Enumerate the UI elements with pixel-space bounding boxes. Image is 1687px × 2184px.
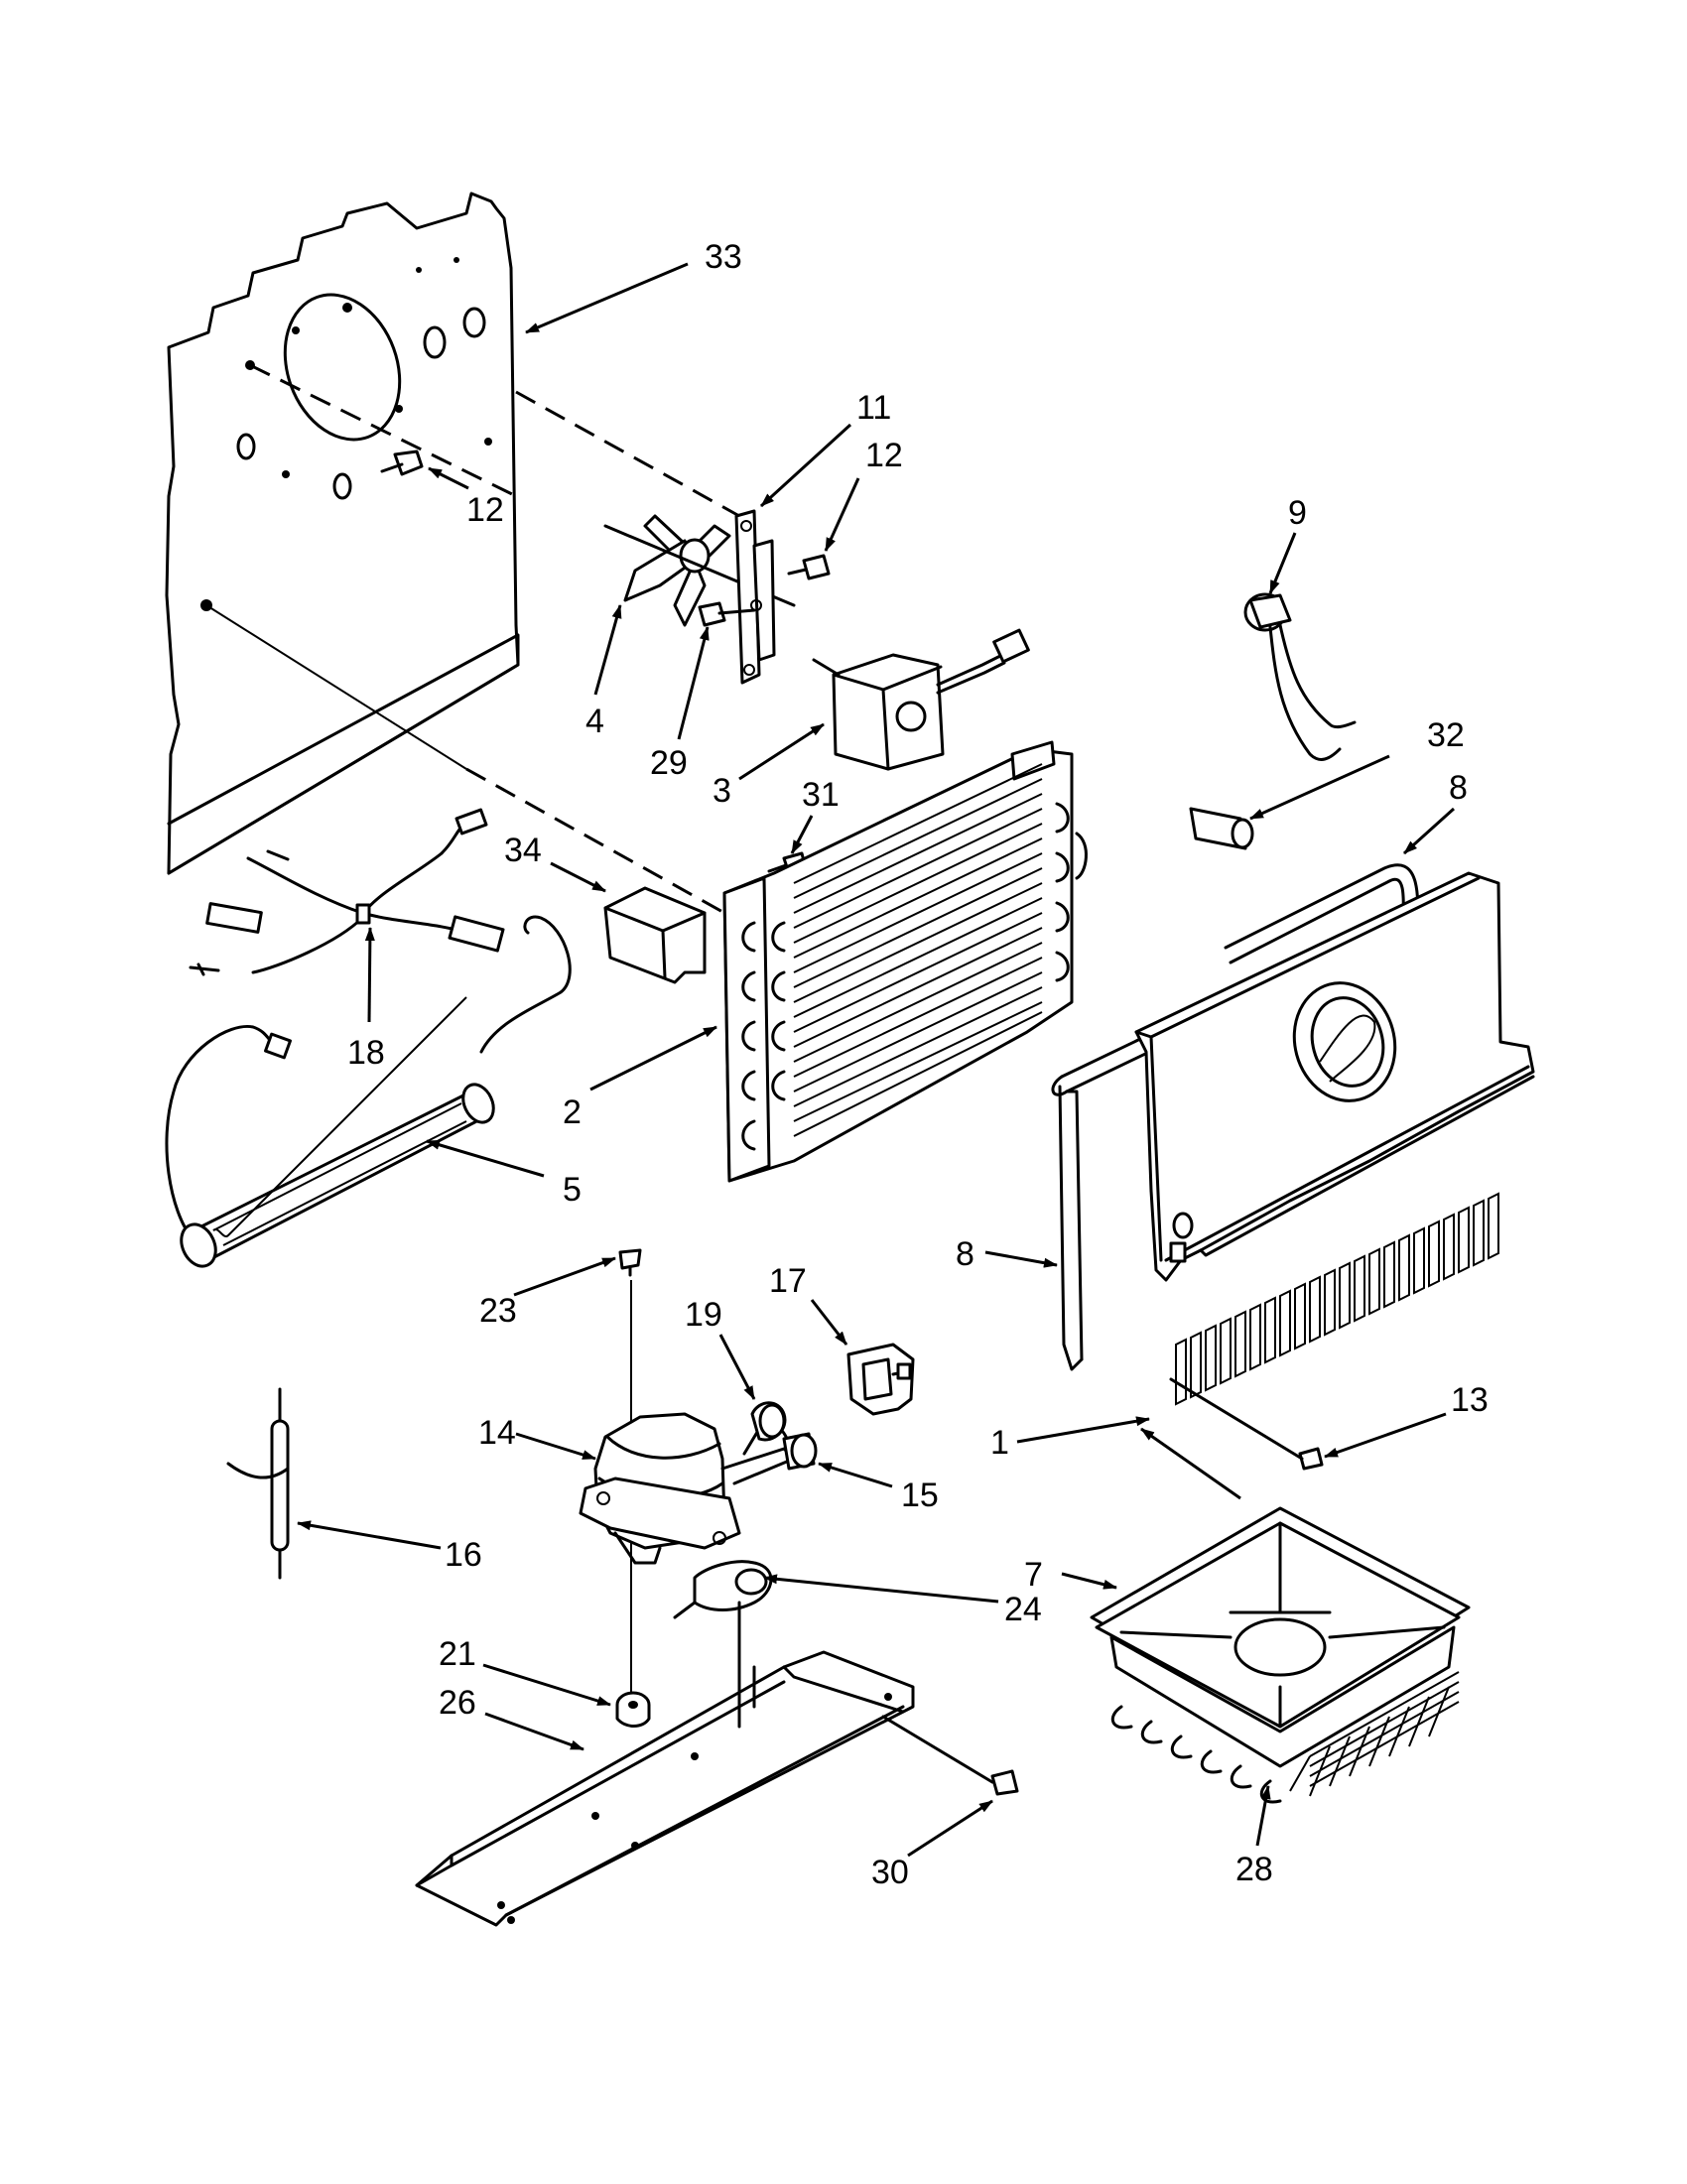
overload-icon — [782, 1432, 818, 1471]
callout-13: 13 — [1451, 1381, 1489, 1419]
callout-32: 32 — [1427, 716, 1465, 754]
pan-heater-icon — [1110, 1671, 1460, 1804]
callout-3: 3 — [713, 772, 731, 810]
callout-12: 12 — [466, 491, 504, 529]
coil-tubes — [741, 802, 1088, 1151]
grommet-icon — [673, 1560, 773, 1619]
screw-icon — [787, 554, 831, 580]
cover-block — [603, 886, 707, 984]
base-plate — [415, 1601, 915, 1927]
grommet-icon — [615, 1691, 651, 1728]
callout-23: 23 — [479, 1292, 517, 1330]
callout-34: 34 — [504, 832, 542, 869]
callout-11: 11 — [856, 389, 891, 427]
callout-5: 5 — [563, 1171, 582, 1209]
callout-8: 8 — [1449, 769, 1468, 807]
callout-19: 19 — [685, 1296, 722, 1334]
callout-31: 31 — [802, 776, 840, 814]
callout-18: 18 — [347, 1034, 385, 1072]
callout-8: 8 — [956, 1235, 974, 1273]
callout-17: 17 — [769, 1262, 807, 1300]
callout-16: 16 — [445, 1536, 482, 1574]
screw-icon — [881, 1715, 1019, 1796]
callout-4: 4 — [585, 703, 604, 740]
callout-30: 30 — [871, 1854, 909, 1891]
alignment-line — [515, 390, 740, 518]
callout-15: 15 — [901, 1477, 939, 1514]
fan-bracket — [734, 509, 776, 685]
rear-panel — [165, 192, 520, 875]
callout-1: 1 — [990, 1424, 1009, 1462]
callout-arrows — [297, 262, 1456, 1858]
callout-28: 28 — [1235, 1851, 1273, 1888]
evaporator-coil — [722, 740, 1088, 1183]
screw-icon — [698, 601, 756, 627]
heater-wire-grid — [1289, 1671, 1460, 1797]
defrost-heater — [165, 915, 572, 1268]
fan-blade-icon — [603, 514, 796, 627]
callout-2: 2 — [563, 1093, 582, 1131]
cover-vents — [1175, 1192, 1499, 1406]
relay-bracket — [846, 1343, 915, 1416]
callout-9: 9 — [1288, 494, 1307, 532]
alignment-line — [465, 767, 725, 915]
relay-icon — [750, 1401, 787, 1442]
drain-pan — [1090, 1506, 1471, 1768]
callout-14: 14 — [478, 1414, 516, 1452]
callout-labels: 33 11 12 12 9 4 29 3 31 32 8 34 18 2 5 8… — [347, 238, 1489, 1891]
wire-harness-icon — [189, 808, 505, 976]
drier-icon — [226, 1387, 290, 1580]
callout-7: 7 — [1024, 1556, 1043, 1594]
screw-icon — [1169, 1377, 1324, 1471]
callout-12: 12 — [865, 437, 903, 474]
capacitor-icon — [1189, 807, 1254, 850]
callout-29: 29 — [650, 744, 688, 782]
callout-26: 26 — [439, 1684, 476, 1722]
evaporator-cover — [1134, 871, 1535, 1406]
coil-fins — [793, 763, 1043, 1137]
thermostat-icon — [1243, 592, 1357, 761]
callout-21: 21 — [439, 1635, 476, 1673]
alignment-line — [249, 363, 517, 498]
fan-motor — [812, 628, 1030, 771]
alignment-line — [205, 604, 467, 770]
callout-24: 24 — [1004, 1591, 1042, 1628]
callout-33: 33 — [705, 238, 742, 276]
screw-icon — [380, 450, 424, 476]
